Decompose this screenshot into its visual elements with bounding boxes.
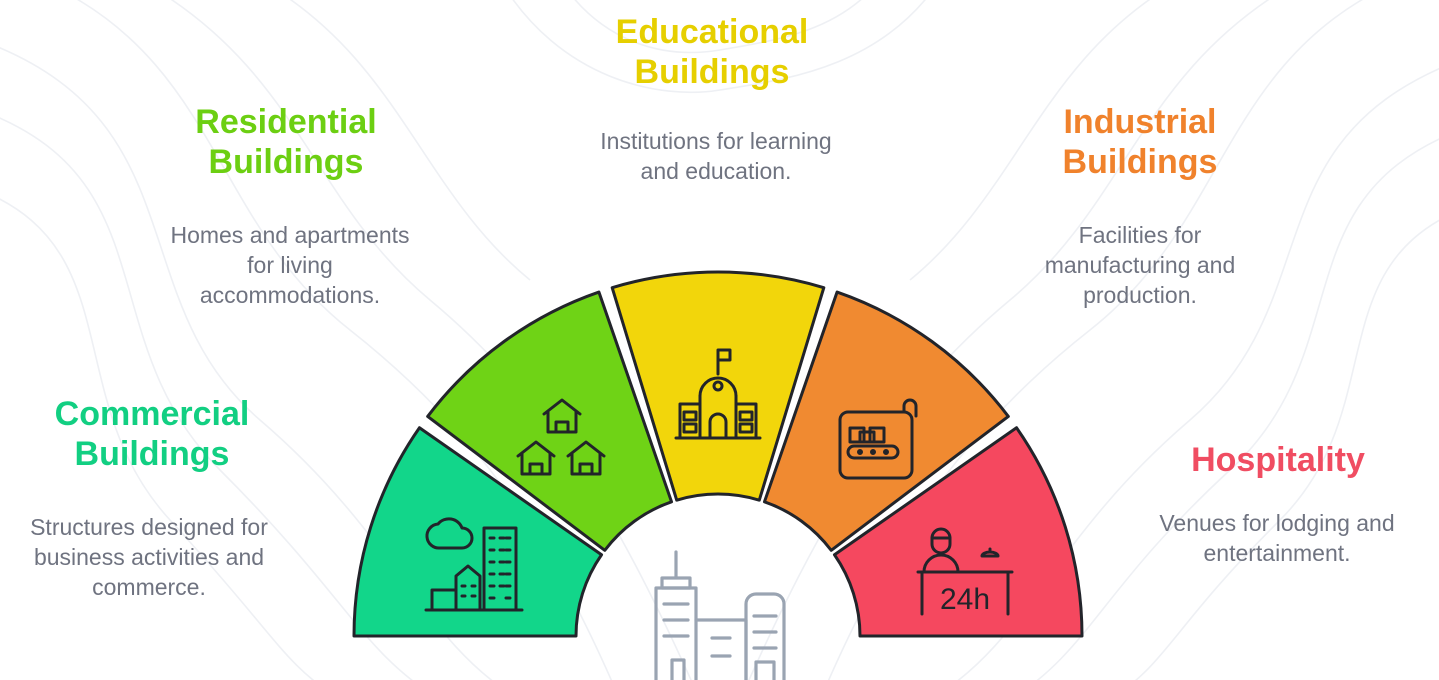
industrial-label: Industrial Buildings [1004, 102, 1276, 182]
city-buildings-with-cloud-icon [424, 517, 524, 612]
industrial-desc-line-1: Facilities for [1078, 222, 1202, 248]
educational-label: Educational Buildings [576, 12, 848, 92]
hospitality-desc-line-2: entertainment. [1203, 540, 1351, 566]
commercial-title-line-1: Commercial [54, 395, 250, 433]
commercial-desc-line-3: commerce. [92, 574, 206, 600]
commercial-title-line-2: Buildings [74, 435, 230, 473]
residential-label: Residential Buildings [150, 102, 422, 182]
segment-industrial [762, 290, 1010, 552]
industrial-description: Facilities for manufacturing and product… [1000, 220, 1280, 310]
industrial-desc-line-2: manufacturing and [1044, 252, 1236, 278]
industrial-desc-line-3: production. [1083, 282, 1197, 308]
hospitality-description: Venues for lodging and entertainment. [1116, 508, 1438, 568]
residential-desc-line-3: accommodations. [199, 282, 381, 308]
school-building-icon [674, 348, 762, 440]
industrial-title-line-1: Industrial [1063, 103, 1217, 141]
industrial-title-line-2: Buildings [1062, 143, 1218, 181]
icon-24h-text: 24h [940, 583, 990, 616]
segment-commercial [352, 426, 604, 638]
educational-desc-line-1: Institutions for learning [600, 128, 832, 154]
segment-residential [426, 290, 674, 552]
commercial-description: Structures designed for business activit… [0, 512, 298, 602]
residential-description: Homes and apartments for living accommod… [130, 220, 450, 310]
educational-description: Institutions for learning and education. [556, 126, 876, 186]
commercial-desc-line-2: business activities and [33, 544, 265, 570]
houses-icon [516, 398, 606, 476]
hospitality-title-line-1: Hospitality [1191, 441, 1365, 479]
reception-24h-icon [916, 527, 1014, 616]
hospitality-label: Hospitality [1142, 440, 1414, 480]
segment-hospitality [832, 426, 1084, 638]
skyscrapers-icon [654, 550, 786, 680]
residential-title-line-1: Residential [195, 103, 377, 141]
educational-desc-line-2: and education. [640, 158, 792, 184]
educational-title-line-1: Educational [615, 13, 809, 51]
fan-segments [352, 270, 1084, 638]
conveyor-belt-icon [838, 398, 918, 480]
segment-educational [610, 270, 826, 502]
residential-desc-line-2: for living [247, 252, 333, 278]
residential-title-line-2: Buildings [208, 143, 364, 181]
hospitality-desc-line-1: Venues for lodging and [1159, 510, 1395, 536]
commercial-label: Commercial Buildings [16, 394, 288, 474]
commercial-desc-line-1: Structures designed for [30, 514, 268, 540]
educational-title-line-2: Buildings [634, 53, 790, 91]
residential-desc-line-1: Homes and apartments [170, 222, 410, 248]
